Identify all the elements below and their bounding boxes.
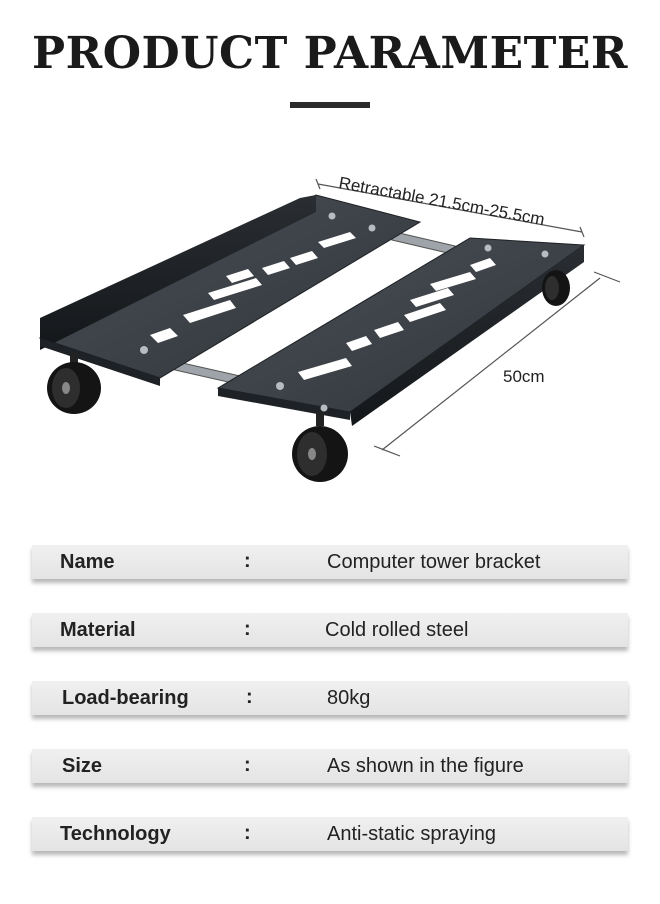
spec-value: Cold rolled steel: [325, 619, 469, 641]
spec-row-material: Material : Cold rolled steel: [32, 613, 628, 647]
width-dimension-line: [315, 178, 585, 238]
spec-row-size: Size : As shown in the figure: [32, 749, 628, 783]
spec-colon: :: [244, 618, 251, 640]
spec-label: Material: [60, 619, 136, 641]
spec-row-name: Name : Computer tower bracket: [32, 545, 628, 579]
spec-label: Technology: [60, 823, 171, 845]
product-illustration: Retractable 21.5cm-25.5cm 50cm: [38, 173, 621, 482]
spec-label: Name: [60, 551, 115, 573]
page-title: PRODUCT PARAMETER: [32, 28, 628, 79]
length-dimension-label: 50cm: [503, 367, 545, 386]
spec-value: Anti-static spraying: [327, 823, 496, 845]
spec-colon: :: [244, 550, 251, 572]
caster-wheel-back-right: [542, 270, 570, 306]
title-underline: [290, 102, 370, 108]
spec-value: As shown in the figure: [327, 755, 524, 777]
right-plate: [216, 237, 586, 426]
spec-label: Size: [62, 755, 103, 777]
spec-colon: :: [244, 822, 251, 844]
length-dimension-line: [373, 271, 621, 457]
caster-wheel-front-left: [47, 352, 101, 414]
spec-row-technology: Technology : Anti-static spraying: [32, 817, 628, 851]
spec-value: Computer tower bracket: [327, 551, 541, 573]
spec-colon: :: [246, 686, 253, 708]
spec-value: 80kg: [327, 687, 371, 709]
left-plate: [38, 194, 422, 386]
spec-table: Name : Computer tower bracket Material :…: [32, 545, 628, 885]
spec-colon: :: [244, 754, 251, 776]
caster-wheel-front-right: [292, 412, 348, 482]
spec-label: Load-bearing: [62, 687, 189, 709]
spec-row-load-bearing: Load-bearing : 80kg: [32, 681, 628, 715]
